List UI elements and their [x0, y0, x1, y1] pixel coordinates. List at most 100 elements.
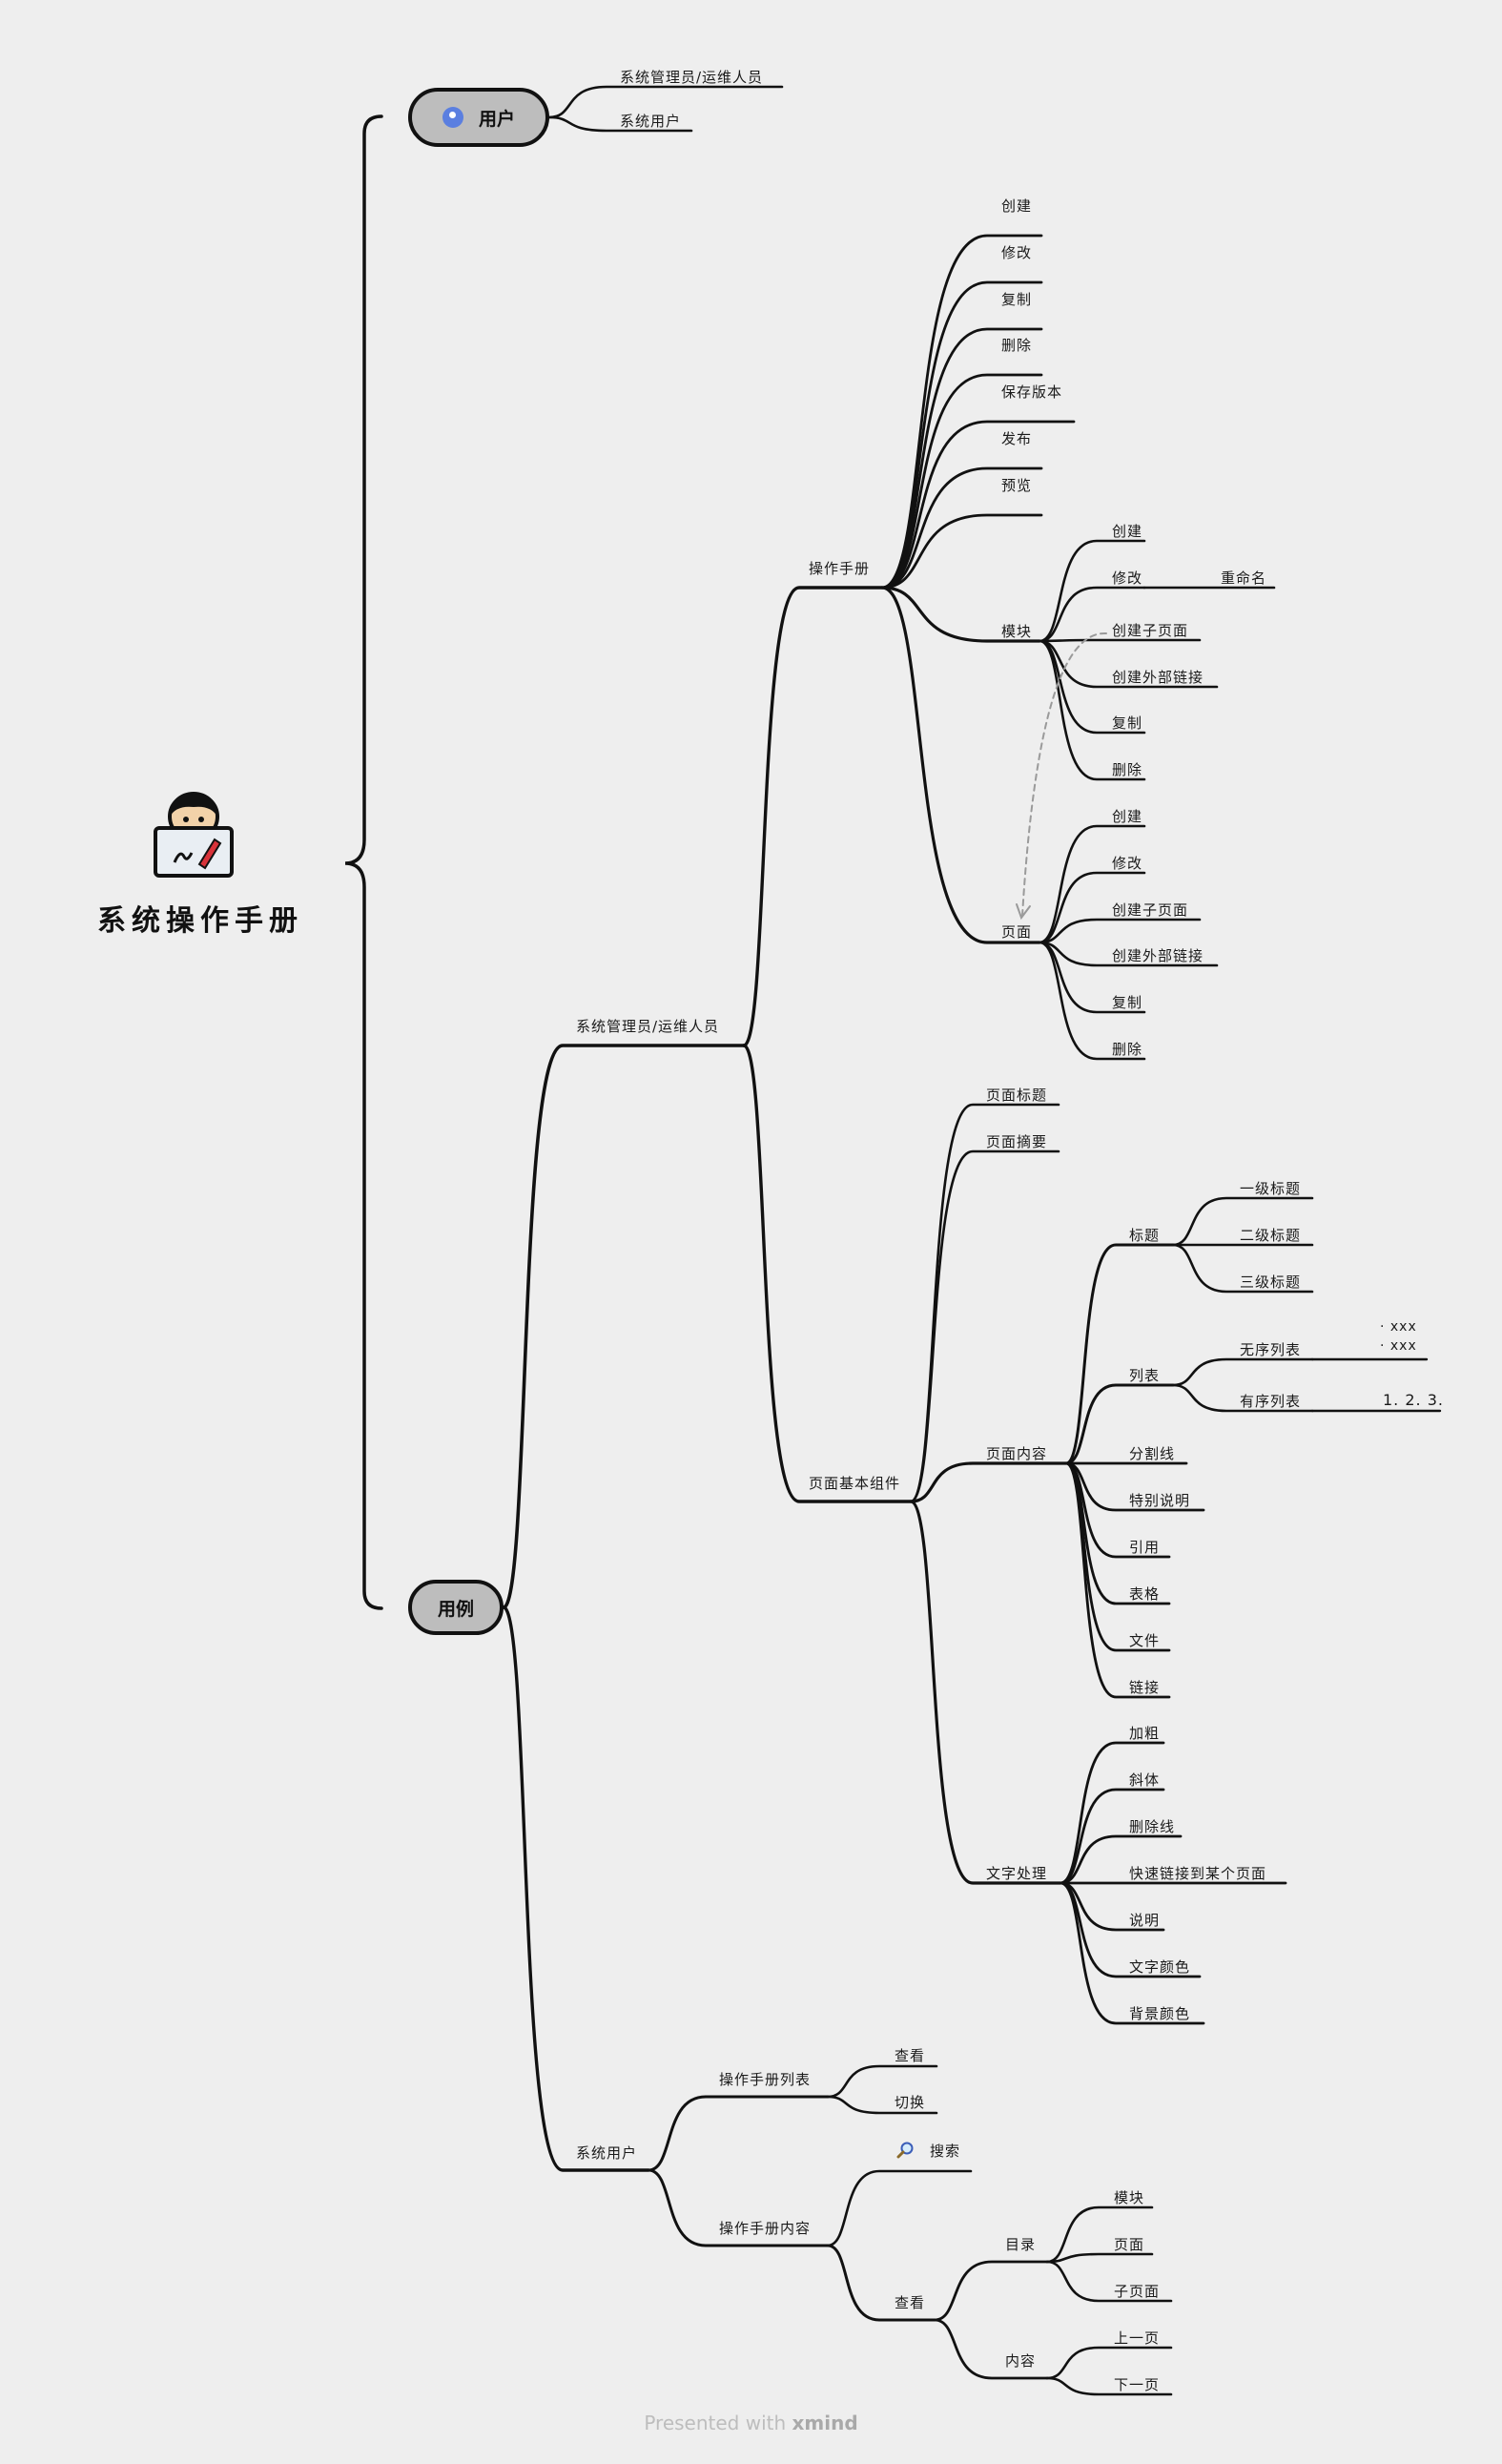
node-quote[interactable]: 引用 — [1129, 1539, 1161, 1556]
relationship-dashed — [1021, 632, 1107, 917]
node-ml-switch[interactable]: 切换 — [895, 2094, 926, 2111]
node-mod-copy[interactable]: 复制 — [1112, 714, 1143, 732]
node-desc[interactable]: 说明 — [1129, 1912, 1161, 1929]
node-strike[interactable]: 删除线 — [1129, 1818, 1176, 1835]
node-comp[interactable]: 页面基本组件 — [809, 1475, 901, 1492]
line-text-child-2 — [1059, 1834, 1183, 1885]
node-toc-page[interactable]: 页面 — [1114, 2236, 1145, 2253]
line-ul — [1171, 1357, 1314, 1387]
node-manual-content[interactable]: 操作手册内容 — [719, 2220, 812, 2237]
node-quicklink[interactable]: 快速链接到某个页面 — [1129, 1865, 1267, 1882]
line-view — [826, 2244, 936, 2322]
node-m-save[interactable]: 保存版本 — [1001, 383, 1063, 401]
node-note[interactable]: 特别说明 — [1129, 1492, 1191, 1509]
topic-case[interactable]: 用例 — [408, 1580, 504, 1635]
node-m-copy[interactable]: 复制 — [1001, 291, 1033, 308]
node-mod-edit[interactable]: 修改 — [1112, 569, 1143, 587]
topic-user[interactable]: 用户 — [408, 88, 549, 147]
line-toc-child-0 — [1045, 2205, 1154, 2264]
line-c-summary — [909, 1149, 1060, 1503]
node-pg-copy[interactable]: 复制 — [1112, 994, 1143, 1011]
node-mod-delete[interactable]: 删除 — [1112, 761, 1143, 778]
node-bold[interactable]: 加粗 — [1129, 1725, 1161, 1742]
line-admin — [502, 1044, 746, 1609]
node-m-delete[interactable]: 删除 — [1001, 337, 1033, 354]
node-textproc[interactable]: 文字处理 — [986, 1865, 1048, 1882]
node-table[interactable]: 表格 — [1129, 1585, 1161, 1603]
node-toc[interactable]: 目录 — [1005, 2236, 1037, 2253]
line-manual — [742, 586, 884, 1047]
node-c-title[interactable]: 页面标题 — [986, 1087, 1048, 1104]
node-manual[interactable]: 操作手册 — [809, 560, 871, 577]
line-m-copy — [880, 327, 1043, 590]
node-list[interactable]: 列表 — [1129, 1367, 1161, 1384]
node-user-normal[interactable]: 系统用户 — [620, 113, 682, 130]
line-content-child-1 — [1045, 2376, 1173, 2396]
node-pg-edit[interactable]: 修改 — [1112, 855, 1143, 872]
node-ol-value[interactable]: 1. 2. 3. — [1383, 1391, 1444, 1409]
line-page-child-1 — [1038, 871, 1146, 944]
watermark-prefix: Presented with — [644, 2412, 787, 2434]
magnifier-icon — [896, 2142, 914, 2159]
node-prev[interactable]: 上一页 — [1114, 2329, 1161, 2347]
node-mod-rename[interactable]: 重命名 — [1221, 569, 1267, 587]
node-italic[interactable]: 斜体 — [1129, 1771, 1161, 1789]
node-content[interactable]: 内容 — [1005, 2352, 1037, 2370]
line-m-delete — [880, 373, 1043, 590]
node-user-admin[interactable]: 系统管理员/运维人员 — [620, 69, 764, 86]
node-view[interactable]: 查看 — [895, 2294, 926, 2311]
node-mod-subpage[interactable]: 创建子页面 — [1112, 622, 1189, 639]
line-module-child-1 — [1038, 586, 1146, 643]
node-ul-value-2[interactable]: · xxx — [1380, 1338, 1417, 1354]
node-h1[interactable]: 一级标题 — [1240, 1180, 1302, 1197]
line-content-child-0 — [1045, 2346, 1173, 2380]
node-divider[interactable]: 分割线 — [1129, 1445, 1176, 1462]
line-page — [880, 586, 1041, 944]
node-bgcolor[interactable]: 背景颜色 — [1129, 2005, 1191, 2022]
node-manual-list[interactable]: 操作手册列表 — [719, 2071, 812, 2088]
node-ul-value-1[interactable]: · xxx — [1380, 1319, 1417, 1335]
node-fontcolor[interactable]: 文字颜色 — [1129, 1958, 1191, 1976]
node-next[interactable]: 下一页 — [1114, 2376, 1161, 2393]
node-toc-module[interactable]: 模块 — [1114, 2189, 1145, 2206]
node-mod-extlink[interactable]: 创建外部链接 — [1112, 669, 1204, 686]
node-pg-subpage[interactable]: 创建子页面 — [1112, 901, 1189, 919]
node-page[interactable]: 页面 — [1001, 923, 1033, 941]
node-pg-delete[interactable]: 删除 — [1112, 1041, 1143, 1058]
line-manual-content — [647, 2168, 830, 2247]
line-h3 — [1171, 1243, 1314, 1294]
topic-user-label: 用户 — [478, 108, 515, 130]
line-toc-child-2 — [1045, 2260, 1173, 2303]
node-m-publish[interactable]: 发布 — [1001, 430, 1033, 447]
line-c-title — [909, 1103, 1060, 1503]
node-c-content[interactable]: 页面内容 — [986, 1445, 1048, 1462]
node-ul[interactable]: 无序列表 — [1240, 1341, 1302, 1358]
node-module[interactable]: 模块 — [1001, 623, 1033, 640]
node-search[interactable]: 搜索 — [930, 2143, 961, 2160]
node-pg-create[interactable]: 创建 — [1112, 808, 1143, 825]
node-toc-subpage[interactable]: 子页面 — [1114, 2283, 1161, 2300]
node-heading[interactable]: 标题 — [1129, 1227, 1161, 1244]
node-mod-create[interactable]: 创建 — [1112, 523, 1143, 540]
node-m-preview[interactable]: 预览 — [1001, 477, 1033, 494]
node-admin[interactable]: 系统管理员/运维人员 — [576, 1018, 720, 1035]
line-content-child-5 — [1064, 1461, 1171, 1699]
line-module — [880, 586, 1041, 643]
line-toc — [933, 2260, 1049, 2322]
node-m-create[interactable]: 创建 — [1001, 197, 1033, 215]
node-h3[interactable]: 三级标题 — [1240, 1273, 1302, 1291]
node-ml-view[interactable]: 查看 — [895, 2047, 926, 2064]
line-page-child-2 — [1038, 918, 1202, 944]
node-c-summary[interactable]: 页面摘要 — [986, 1133, 1048, 1150]
node-file[interactable]: 文件 — [1129, 1632, 1161, 1649]
watermark-brand: xmind — [792, 2412, 858, 2434]
line-module-child-0 — [1038, 539, 1146, 643]
node-ol[interactable]: 有序列表 — [1240, 1393, 1302, 1410]
node-pg-extlink[interactable]: 创建外部链接 — [1112, 947, 1204, 964]
node-sysuser[interactable]: 系统用户 — [576, 2144, 638, 2162]
root-title: 系统操作手册 — [97, 904, 303, 938]
node-link[interactable]: 链接 — [1129, 1679, 1161, 1696]
node-h2[interactable]: 二级标题 — [1240, 1227, 1302, 1244]
line-ml-view — [826, 2064, 938, 2099]
node-m-edit[interactable]: 修改 — [1001, 244, 1033, 261]
